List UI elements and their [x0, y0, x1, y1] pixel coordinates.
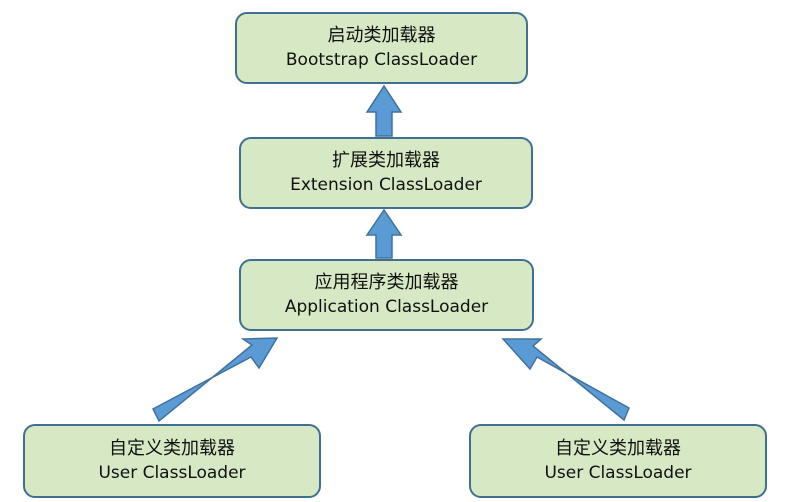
bootstrap-en-label: Bootstrap ClassLoader: [285, 50, 478, 70]
application-zh-label: 应用程序类加载器: [314, 272, 459, 293]
bootstrap-classloader-node: 启动类加载器 Bootstrap ClassLoader: [235, 12, 528, 84]
bootstrap-zh-label: 启动类加载器: [327, 25, 436, 46]
extension-en-label: Extension ClassLoader: [290, 175, 482, 195]
user-classloader-left-node: 自定义类加载器 User ClassLoader: [23, 424, 321, 498]
arrow-extension-to-bootstrap: [365, 84, 403, 137]
extension-zh-label: 扩展类加载器: [332, 150, 440, 171]
user-classloader-right-node: 自定义类加载器 User ClassLoader: [469, 424, 767, 498]
user-right-zh-label: 自定义类加载器: [555, 438, 681, 459]
application-classloader-node: 应用程序类加载器 Application ClassLoader: [239, 259, 534, 331]
arrow-user-left-to-application: [152, 337, 279, 423]
arrow-application-to-extension: [365, 208, 403, 259]
extension-classloader-node: 扩展类加载器 Extension ClassLoader: [239, 137, 533, 209]
arrow-user-right-to-application: [501, 338, 630, 422]
user-right-en-label: User ClassLoader: [544, 463, 692, 483]
user-left-zh-label: 自定义类加载器: [109, 438, 235, 459]
user-left-en-label: User ClassLoader: [98, 463, 246, 483]
application-en-label: Application ClassLoader: [284, 297, 489, 317]
